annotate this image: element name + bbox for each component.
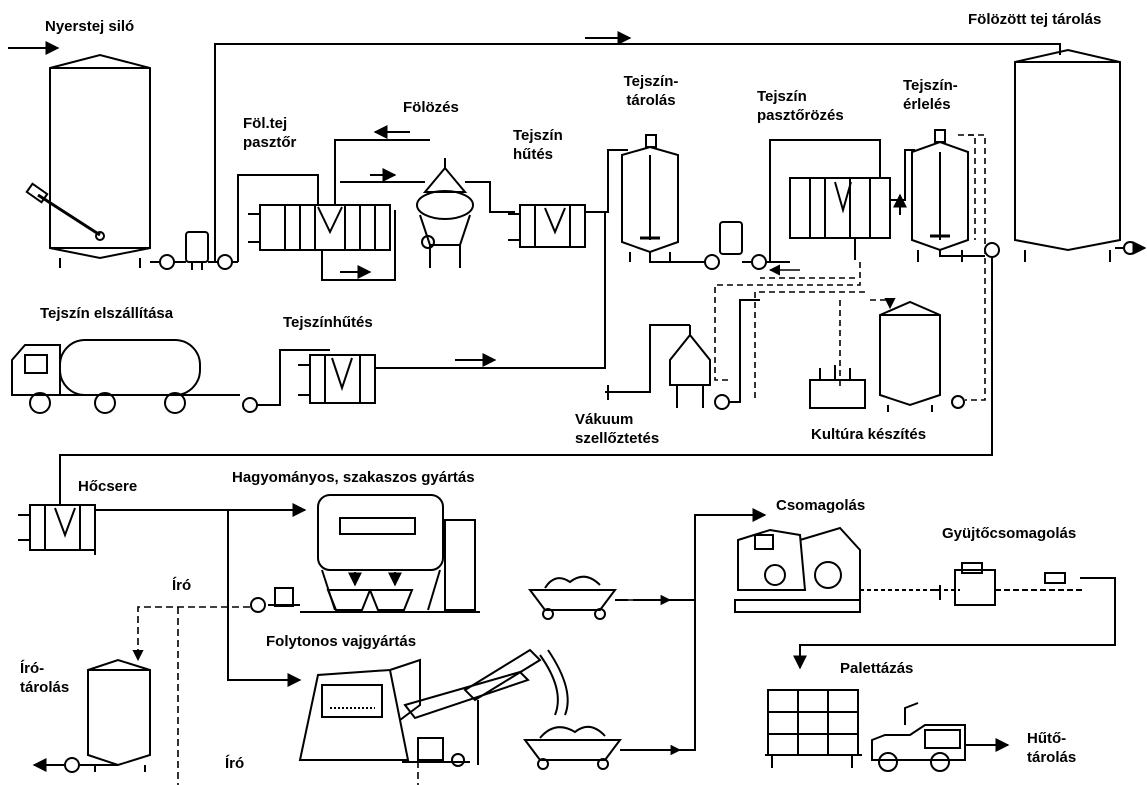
continuous-butter-machine-icon bbox=[300, 650, 568, 766]
skim-pasteurizer-label-line2: pasztőr bbox=[243, 134, 296, 152]
cream-pasteurizing-label-line2: pasztőrözés bbox=[757, 107, 844, 125]
cream-storage-label-line2: tárolás bbox=[620, 92, 682, 110]
batch-production-label: Hagyományos, szakaszos gyártás bbox=[232, 469, 475, 487]
buttermilk-label-bottom: Író bbox=[225, 755, 244, 773]
forklift-icon bbox=[872, 703, 1008, 771]
cream-pasteurizing-label-line1: Tejszín bbox=[757, 88, 807, 106]
palletizing-label: Palettázás bbox=[840, 660, 913, 678]
buttermilk-storage-tank-icon bbox=[34, 660, 150, 772]
heat-exchange-label: Hőcsere bbox=[78, 478, 137, 496]
continuous-production-label: Folytonos vajgyártás bbox=[266, 633, 416, 651]
skim-milk-storage-label: Fölözött tej tárolás bbox=[968, 11, 1101, 29]
buttermilk-storage-label-line2: tárolás bbox=[20, 679, 69, 697]
raw-milk-silo-label: Nyerstej siló bbox=[45, 18, 134, 36]
pallet-icon bbox=[765, 690, 862, 768]
buttermilk-label-top: Író bbox=[172, 577, 191, 595]
batch-churn-icon bbox=[251, 495, 480, 612]
vacuum-label-line1: Vákuum bbox=[575, 411, 633, 429]
cream-delivery-label: Tejszín elszállítása bbox=[40, 305, 173, 323]
butter-cart-icon bbox=[525, 515, 765, 769]
raw-milk-silo-icon bbox=[8, 48, 150, 268]
cream-ripening-label-line1: Tejszín- bbox=[903, 77, 958, 95]
culture-preparation-icon bbox=[810, 302, 964, 412]
cream-storage-label-line1: Tejszín- bbox=[620, 73, 682, 91]
cream-cooling-label-line2: hűtés bbox=[513, 146, 553, 164]
culture-label: Kultúra készítés bbox=[811, 426, 926, 444]
packaging-label: Csomagolás bbox=[776, 497, 865, 515]
cream-ripening-label-line2: érlelés bbox=[903, 96, 951, 114]
group-packaging-machine-icon bbox=[800, 563, 1115, 668]
cream-storage-tank-icon bbox=[622, 135, 790, 269]
heat-exchanger-icon bbox=[18, 505, 305, 680]
pump-icon bbox=[150, 232, 232, 270]
separation-label: Fölözés bbox=[403, 99, 459, 117]
cream-ripening-tank-icon bbox=[60, 130, 999, 505]
truck-cream-cooling-label: Tejszínhűtés bbox=[283, 314, 373, 332]
skim-pasteurizer-label-line1: Föl.tej bbox=[243, 115, 287, 133]
vacuum-deaerator-icon bbox=[605, 300, 760, 409]
plate-heat-exchanger-icon bbox=[232, 132, 430, 280]
skim-milk-storage-tank-icon bbox=[1015, 50, 1145, 262]
cream-cooler-icon bbox=[508, 150, 628, 247]
cream-pasteurizer-icon bbox=[770, 140, 915, 262]
centrifugal-separator-icon bbox=[340, 158, 515, 268]
tanker-truck-icon bbox=[12, 340, 330, 413]
packaging-machine-icon bbox=[735, 528, 860, 612]
cold-storage-label-line2: tárolás bbox=[1027, 749, 1076, 767]
group-packaging-label: Gyüjtőcsomagolás bbox=[942, 525, 1076, 543]
buttermilk-storage-label-line1: Író- bbox=[20, 660, 44, 678]
cream-cooling-label-line1: Tejszín bbox=[513, 127, 563, 145]
vacuum-label-line2: szellőztetés bbox=[575, 430, 659, 448]
cold-storage-label-line1: Hűtő- bbox=[1027, 730, 1066, 748]
